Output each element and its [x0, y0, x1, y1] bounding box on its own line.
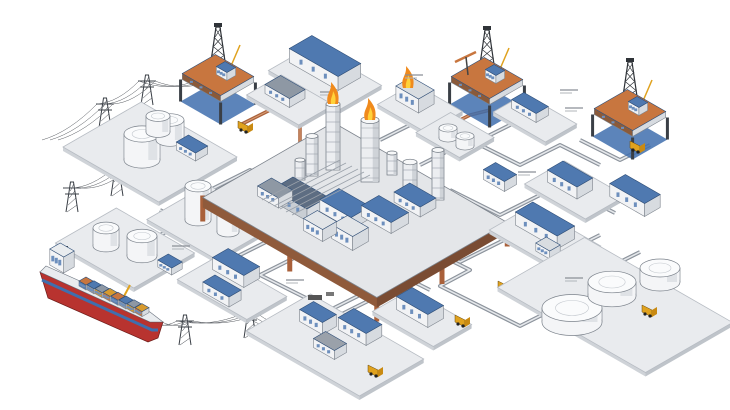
large-storage-tank: [587, 270, 637, 308]
cooling-unit: [331, 215, 369, 252]
ship-bridge: [49, 242, 75, 274]
pump-station: [395, 287, 445, 329]
truck: [454, 314, 470, 328]
reactor-vessel: [386, 150, 398, 176]
label-placeholder: [565, 107, 583, 112]
label-placeholder: [286, 279, 304, 284]
distillation-column: [402, 158, 418, 193]
shed: [535, 236, 561, 260]
refinery-piping: [261, 159, 371, 216]
rig-cabin: [627, 96, 649, 117]
truck: [367, 364, 383, 378]
flare-stack: [325, 100, 341, 171]
flare-flame-icon: [364, 98, 376, 120]
reactor-vessel: [294, 157, 306, 181]
storage-shed: [482, 162, 518, 193]
label-placeholder: [172, 245, 190, 250]
warehouse: [609, 174, 661, 218]
control-building: [360, 195, 410, 235]
rig-cabin: [484, 64, 506, 85]
rig-cabin: [215, 61, 237, 82]
furnace-flame-icon: [402, 66, 414, 88]
workshop: [511, 92, 549, 124]
factory-building: [337, 308, 383, 347]
pipeline-southeast: [429, 248, 561, 328]
power-line: [41, 103, 114, 141]
storage-tank: [92, 221, 120, 253]
storage-tank: [455, 131, 475, 151]
pump-house: [175, 134, 209, 162]
storage-tank: [438, 123, 458, 143]
warehouse: [202, 274, 242, 308]
power-pylon: [138, 74, 156, 106]
storage-tank: [126, 228, 158, 264]
label-placeholder: [565, 277, 583, 282]
warehouse: [288, 35, 362, 92]
power-line: [96, 80, 156, 105]
label-placeholder: [405, 74, 423, 79]
pumpjack-icon: [454, 50, 477, 76]
truck: [629, 140, 645, 154]
storage-tank: [145, 110, 171, 138]
large-storage-tank: [541, 294, 603, 336]
truck: [237, 120, 253, 134]
cooling-unit: [302, 210, 338, 243]
distillation-column: [431, 147, 445, 201]
machinery: [312, 331, 348, 361]
vehicle-icon: [308, 292, 334, 300]
label-placeholder: [518, 171, 536, 176]
warehouse: [211, 248, 261, 289]
flare-flame-icon: [327, 82, 339, 104]
storage-tank: [123, 125, 161, 169]
flare-stack: [360, 116, 380, 183]
truck: [641, 304, 657, 318]
cargo-container: [134, 303, 150, 318]
factory-building: [299, 301, 337, 336]
power-pylon: [63, 181, 81, 213]
workshop: [546, 160, 594, 200]
distillation-column: [305, 133, 319, 177]
power-pylon: [176, 314, 194, 346]
facilities: [39, 23, 730, 400]
label-placeholder: [560, 89, 578, 94]
process-unit: [393, 182, 437, 218]
substation: [264, 75, 306, 109]
large-storage-tank: [639, 258, 681, 292]
control-shed: [157, 253, 183, 276]
